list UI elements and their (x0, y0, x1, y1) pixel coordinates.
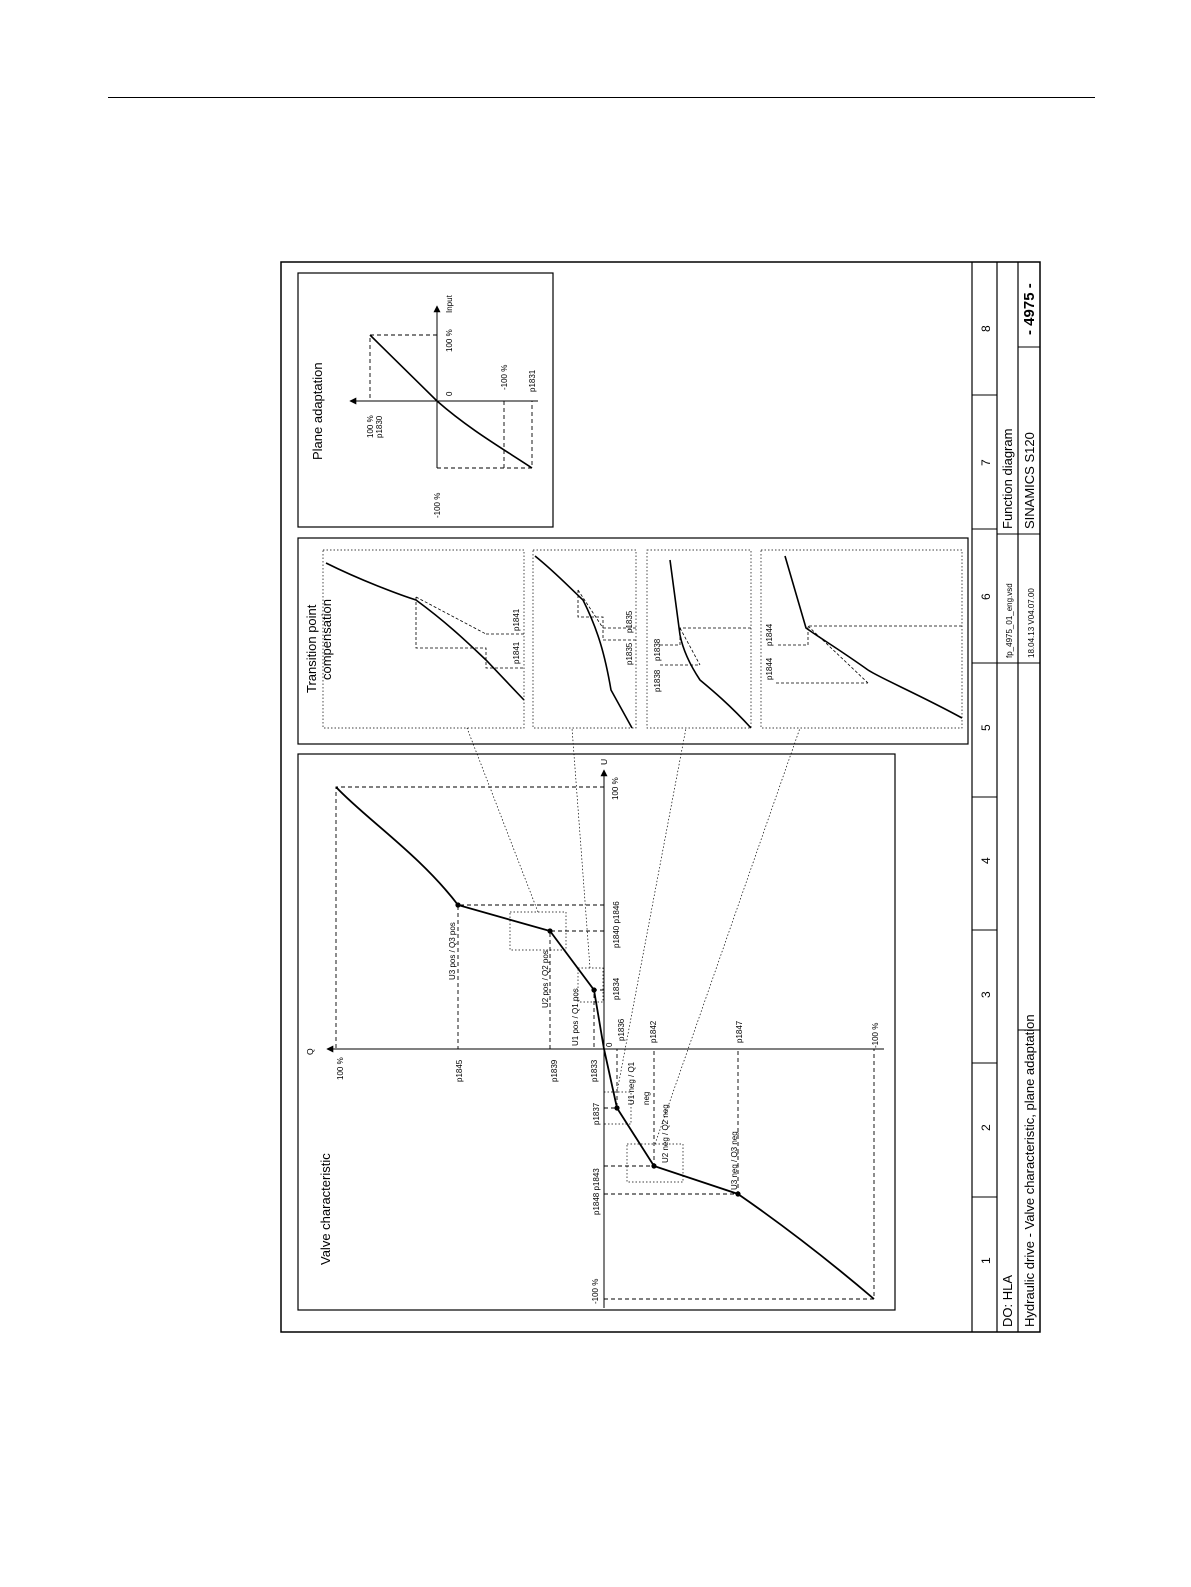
plane-label-p1831: p1831 (528, 369, 537, 392)
page-number: - 4975 - (1021, 283, 1038, 335)
zoom-detail-3: p1838 p1838 (653, 559, 752, 729)
z1-param-a: p1841 (512, 641, 521, 664)
plane-adaptation-curve (369, 334, 533, 469)
column-number: 7 (979, 459, 993, 466)
zoom-box-3 (646, 549, 752, 729)
label-u1neg-b: neg (642, 1092, 651, 1105)
zoom-box-2 (532, 549, 637, 729)
param-p1836: p1836 (617, 1018, 626, 1041)
product-name: SINAMICS S120 (1022, 432, 1037, 529)
label-u1neg-a: U1 neg / Q1 (627, 1061, 636, 1105)
column-number: 5 (979, 724, 993, 731)
param-p1839: p1839 (550, 1059, 559, 1082)
column-number: 8 (979, 325, 993, 332)
z2-param-b: p1835 (625, 610, 634, 633)
valve-break-points (455, 902, 741, 1197)
z2-param-a: p1835 (625, 642, 634, 665)
param-p1834: p1834 (612, 977, 621, 1000)
zoom-box-4 (760, 549, 963, 729)
transition-title-1: Transition point (304, 604, 319, 693)
valve-zoom-boxes (466, 727, 801, 1183)
transition-title-2: compensation (319, 599, 334, 680)
column-number: 1 (979, 1257, 993, 1264)
column-number: 4 (979, 857, 993, 864)
valve-characteristic-curve (335, 786, 875, 1300)
label-q-pos100: 100 % (336, 1057, 345, 1080)
param-p1842: p1842 (649, 1020, 658, 1043)
zoom-detail-4: p1844 p1844 (765, 555, 963, 719)
valve-panel-title: Valve characteristic (318, 1153, 333, 1265)
param-p1840-p1846: p1840 p1846 (612, 901, 621, 948)
column-numbers: 1 2 3 4 5 6 7 8 (979, 325, 993, 1264)
param-p1837: p1837 (592, 1102, 601, 1125)
param-p1845: p1845 (455, 1059, 464, 1082)
column-number: 3 (979, 991, 993, 998)
transition-compensation-panel: Transition point compensation p1841 p184… (297, 537, 969, 745)
title-block: DO: HLA Hydraulic drive - Valve characte… (1000, 283, 1038, 1327)
page-top-rule (108, 97, 1095, 98)
label-u3neg: U3 neg / Q3 neg (730, 1131, 739, 1190)
zoom-detail-2: p1835 p1835 (534, 555, 636, 729)
plane-label-y-neg100: -100 % (500, 365, 509, 390)
label-u-neg100: -100 % (591, 1279, 600, 1304)
file-name: fp_4975_01_eng.vsd (1005, 583, 1014, 658)
sheet-title: Hydraulic drive - Valve characteristic, … (1022, 1014, 1037, 1327)
axis-label-q: Q (305, 1048, 315, 1055)
label-u2neg: U2 neg / Q2 neg (661, 1104, 670, 1163)
plane-label-y-100: 100 % (366, 415, 375, 438)
drive-object-label: DO: HLA (1000, 1275, 1015, 1327)
param-p1847: p1847 (735, 1020, 744, 1043)
sheet-frame (280, 261, 1041, 1333)
column-number: 6 (979, 593, 993, 600)
label-u3pos: U3 pos / Q3 pos (448, 922, 457, 980)
document-type: Function diagram (1000, 429, 1015, 529)
plane-label-zero: 0 (445, 391, 454, 396)
plane-label-x-100: 100 % (445, 329, 454, 352)
param-p1833: p1833 (590, 1059, 599, 1082)
zoom-box-1 (322, 549, 525, 729)
label-q-neg100: -100 % (871, 1023, 880, 1048)
z4-param-a: p1844 (765, 657, 774, 680)
date-version: 18.04.13 V04.07.00 (1027, 588, 1036, 658)
label-origin-zero: 0 (605, 1042, 614, 1047)
z3-param-a: p1838 (653, 669, 662, 692)
z4-param-b: p1844 (765, 623, 774, 646)
valve-characteristic-panel: Valve characteristic U Q (297, 727, 896, 1311)
zoom-detail-1: p1841 p1841 (325, 562, 525, 701)
param-p1848-p1843: p1848 p1843 (592, 1168, 601, 1215)
label-u-pos100: 100 % (611, 777, 620, 800)
axis-label-u: U (599, 759, 609, 765)
label-u1pos: U1 pos / Q1 pos (571, 988, 580, 1046)
plane-adaptation-panel: Plane adaptation 100 % p1830 0 100 % Inp… (297, 272, 554, 528)
z3-param-b: p1838 (653, 638, 662, 661)
plane-label-input: Input (445, 294, 454, 313)
plane-panel-title: Plane adaptation (310, 362, 325, 460)
column-number: 2 (979, 1124, 993, 1131)
plane-label-y-param: p1830 (375, 415, 384, 438)
z1-param-b: p1841 (512, 608, 521, 631)
label-u2pos: U2 pos / Q2 pos (541, 950, 550, 1008)
plane-label-x-neg100: -100 % (433, 493, 442, 518)
